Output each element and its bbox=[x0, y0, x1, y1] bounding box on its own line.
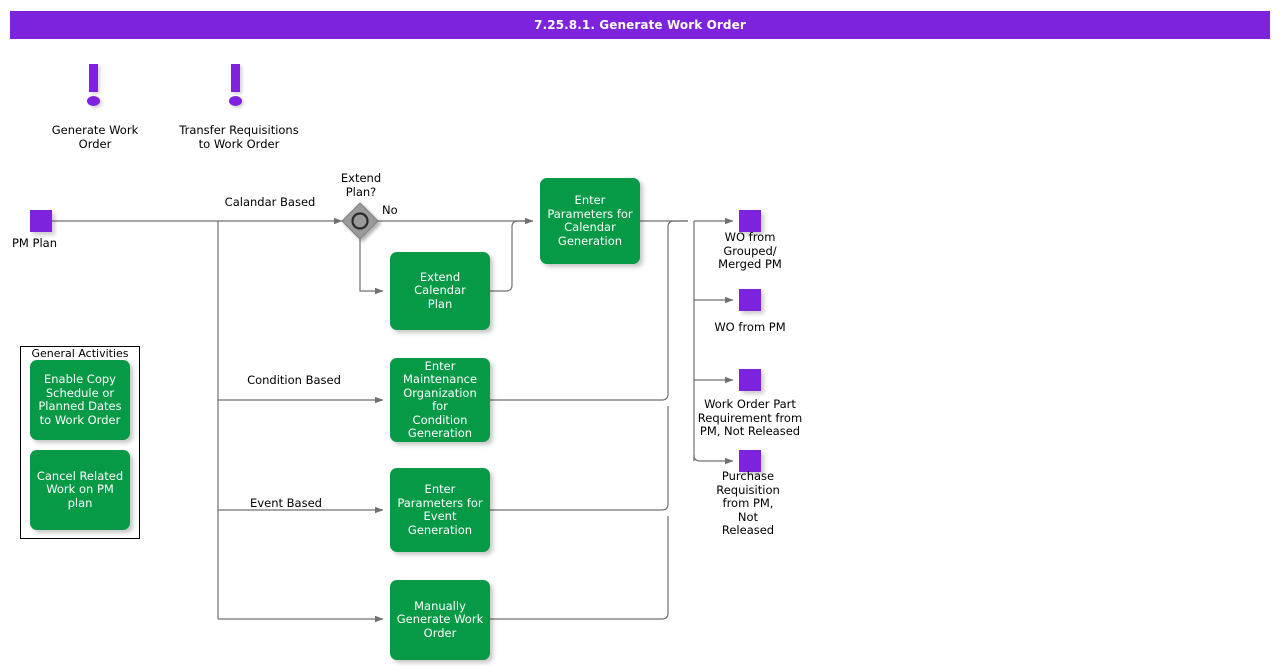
exclamation-dot bbox=[229, 96, 242, 106]
process-box-label: Enter Parameters for Event Generation bbox=[397, 483, 482, 537]
decision-branch-label-no: No bbox=[382, 204, 412, 218]
branch-label-calendar-based: Calandar Based bbox=[204, 196, 336, 210]
process-box-cancel-related-work[interactable]: Cancel Related Work on PM plan bbox=[30, 450, 130, 530]
connector-wo-from-pm[interactable] bbox=[739, 289, 761, 311]
process-box-extend-calendar-plan[interactable]: Extend Calendar Plan bbox=[390, 252, 490, 330]
connector-label-pm-plan: PM Plan bbox=[12, 237, 82, 251]
process-box-manually-generate-work-order[interactable]: Manually Generate Work Order bbox=[390, 580, 490, 660]
connector-label-wo-from-pm: WO from PM bbox=[694, 321, 806, 335]
branch-label-condition-based: Condition Based bbox=[228, 374, 360, 388]
process-box-label: Extend Calendar Plan bbox=[394, 271, 486, 312]
exclamation-icon-transfer-requisitions[interactable] bbox=[224, 64, 248, 110]
process-box-enable-copy-schedule[interactable]: Enable Copy Schedule or Planned Dates to… bbox=[30, 360, 130, 440]
connector-work-order-part-requirement[interactable] bbox=[739, 369, 761, 391]
decision-label-extend-plan: Extend Plan? bbox=[324, 172, 398, 199]
process-box-label: Enter Maintenance Organization for Condi… bbox=[394, 360, 486, 441]
decision-diamond bbox=[342, 203, 378, 239]
shortcut-label-transfer-requisitions: Transfer Requisitions to Work Order bbox=[166, 124, 312, 151]
exclamation-bar bbox=[231, 64, 240, 92]
process-box-label: Cancel Related Work on PM plan bbox=[34, 470, 126, 511]
exclamation-bar bbox=[89, 64, 98, 92]
connector-label-purchase-requisition-from-pm: Purchase Requisition from PM, Not Releas… bbox=[696, 470, 800, 538]
shortcut-label-generate-work-order: Generate Work Order bbox=[34, 124, 156, 151]
connector-label-wo-from-grouped-merged-pm: WO from Grouped/ Merged PM bbox=[694, 231, 806, 272]
process-box-label: Enter Parameters for Calendar Generation bbox=[547, 194, 632, 248]
connector-pm-plan[interactable] bbox=[30, 210, 52, 232]
connector-wo-from-grouped-merged-pm[interactable] bbox=[739, 210, 761, 232]
connector-label-work-order-part-requirement: Work Order Part Requirement from PM, Not… bbox=[688, 398, 812, 439]
exclamation-dot bbox=[87, 96, 100, 106]
process-box-enter-parameters-calendar-generation[interactable]: Enter Parameters for Calendar Generation bbox=[540, 178, 640, 264]
process-box-label: Manually Generate Work Order bbox=[397, 600, 484, 641]
process-box-label: Enable Copy Schedule or Planned Dates to… bbox=[38, 373, 121, 427]
process-box-enter-parameters-event-generation[interactable]: Enter Parameters for Event Generation bbox=[390, 468, 490, 552]
general-activities-title: General Activities bbox=[20, 347, 140, 360]
branch-label-event-based: Event Based bbox=[220, 497, 352, 511]
exclamation-icon-generate-work-order[interactable] bbox=[82, 64, 106, 110]
process-box-enter-maintenance-organization-condition-generation[interactable]: Enter Maintenance Organization for Condi… bbox=[390, 358, 490, 442]
